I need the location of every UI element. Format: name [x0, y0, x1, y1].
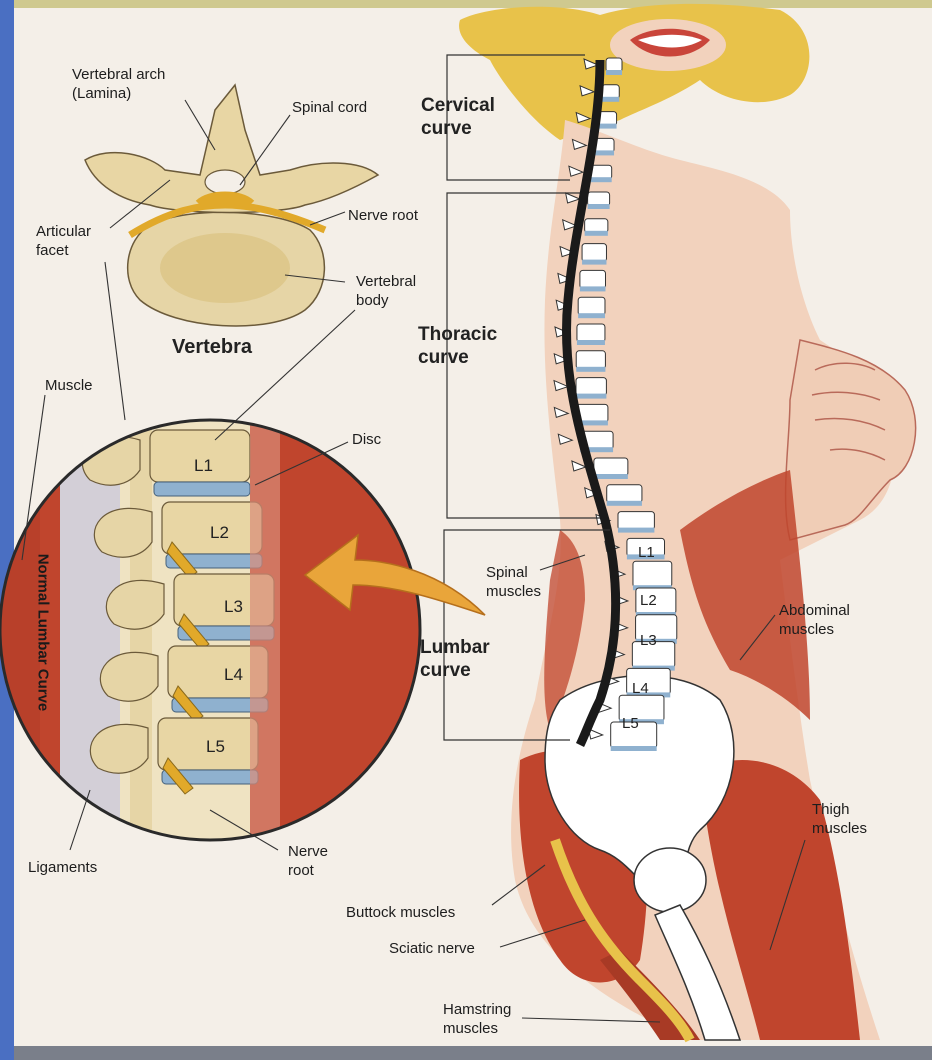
- spine-vertebra: [606, 58, 622, 72]
- spine-disc: [611, 746, 657, 751]
- spine-disc: [594, 474, 628, 479]
- label-nerve-root-top: Nerve root: [348, 206, 418, 225]
- inset-level-l1: L1: [194, 456, 213, 476]
- spine-disc: [606, 70, 622, 75]
- inset-level-l2: L2: [210, 523, 229, 543]
- spine-disc: [582, 260, 606, 265]
- inset-level-l3: L3: [224, 597, 243, 617]
- label-vertebral-body: Vertebral body: [356, 272, 416, 310]
- spine-vertebra: [594, 458, 628, 476]
- spine-disc: [588, 204, 610, 209]
- spine-disc: [618, 528, 654, 533]
- spine-disc: [602, 97, 619, 102]
- label-thigh-muscles: Thigh muscles: [812, 800, 867, 838]
- spine-disc: [598, 124, 616, 129]
- spine-vertebra: [577, 324, 605, 342]
- spine-vertebra: [602, 85, 619, 99]
- spinal-canal: [205, 170, 245, 194]
- spine-disc: [580, 286, 606, 291]
- label-lumbar-curve: Lumbar curve: [420, 636, 490, 682]
- label-sciatic-nerve: Sciatic nerve: [389, 939, 475, 958]
- label-buttock-muscles: Buttock muscles: [346, 903, 455, 922]
- label-abdominal-muscles: Abdominal muscles: [779, 601, 850, 639]
- label-ligaments: Ligaments: [28, 858, 97, 877]
- spine-level-l2: L2: [640, 592, 657, 609]
- label-cervical-curve: Cervical curve: [421, 94, 495, 140]
- spine-vertebra: [591, 165, 612, 179]
- spine-disc: [585, 231, 608, 236]
- label-hamstring-muscles: Hamstring muscles: [443, 1000, 511, 1038]
- inset-disc: [154, 482, 250, 496]
- femur-head: [634, 848, 706, 912]
- spine-disc: [578, 313, 605, 318]
- spine-level-l3: L3: [640, 632, 657, 649]
- label-disc: Disc: [352, 430, 381, 449]
- spine-vertebra: [578, 297, 605, 315]
- spine-vertebra: [580, 270, 606, 288]
- spine-vertebra: [576, 351, 605, 369]
- spine-disc: [594, 150, 614, 155]
- spine-disc: [607, 501, 642, 506]
- spine-level-l5: L5: [622, 715, 639, 732]
- spine-vertebra: [588, 192, 610, 206]
- label-articular-facet: Articular facet: [36, 222, 91, 260]
- spine-disc: [577, 340, 605, 345]
- spine-vertebra: [618, 512, 654, 530]
- label-spinal-muscles: Spinal muscles: [486, 563, 541, 601]
- label-nerve-root-bottom: Nerve root: [288, 842, 328, 880]
- spine-vertebra: [576, 378, 606, 396]
- spine-vertebra: [585, 219, 608, 233]
- label-thoracic-curve: Thoracic curve: [418, 323, 497, 369]
- spine-vertebra: [607, 485, 642, 503]
- spine-level-l1: L1: [638, 544, 655, 561]
- spine-disc: [576, 367, 605, 372]
- inset-level-l5: L5: [206, 737, 225, 757]
- spine-disc: [591, 177, 612, 182]
- spine-disc: [576, 394, 606, 399]
- label-muscle: Muscle: [45, 376, 93, 395]
- inset-level-l4: L4: [224, 665, 243, 685]
- spine-vertebra: [633, 561, 672, 587]
- label-normal-lumbar-curve: Normal Lumbar Curve: [35, 523, 52, 743]
- spine-level-l4: L4: [632, 680, 649, 697]
- label-vertebra: Vertebra: [172, 338, 252, 357]
- spine-vertebra: [582, 244, 606, 262]
- label-vertebral-arch: Vertebral arch (Lamina): [72, 65, 165, 103]
- label-spinal-cord: Spinal cord: [292, 98, 367, 117]
